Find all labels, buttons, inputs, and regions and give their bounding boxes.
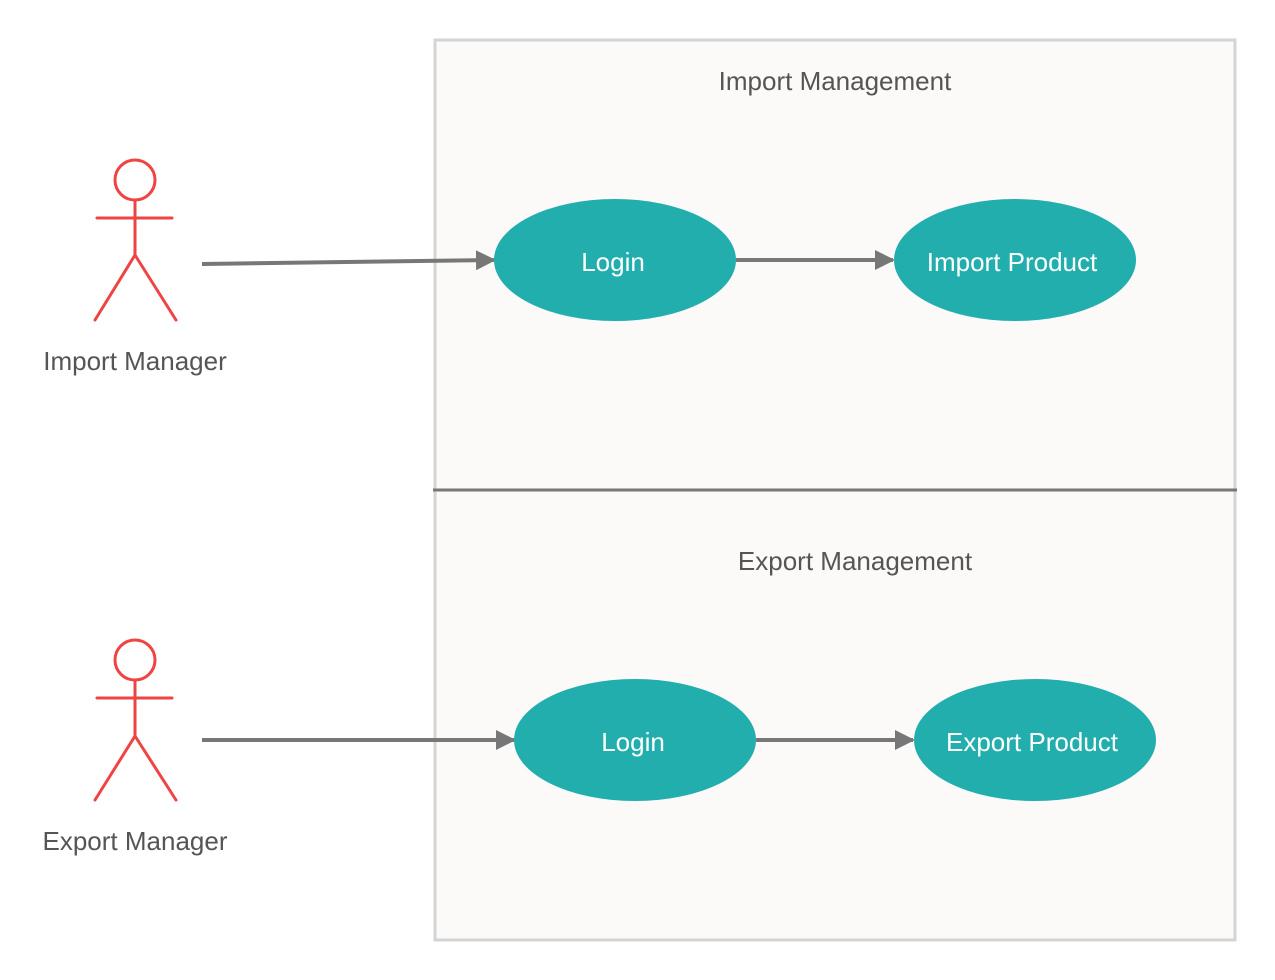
use-case-label: Login (601, 727, 665, 757)
use-case-label: Login (581, 247, 645, 277)
use-case-export-product[interactable]: Export Product (914, 679, 1156, 801)
use-case-export-login[interactable]: Login (514, 679, 756, 801)
export-management-title: Export Management (738, 546, 973, 576)
import-management-title: Import Management (719, 66, 952, 96)
use-case-import-login[interactable]: Login (494, 199, 736, 321)
stick-figure-icon (93, 638, 178, 802)
import-manager-label: Import Manager (43, 346, 227, 376)
use-case-label: Export Product (946, 727, 1119, 757)
export-manager-label: Export Manager (43, 826, 228, 856)
use-case-label: Import Product (927, 247, 1098, 277)
stick-figure-icon (93, 158, 178, 322)
use-case-import-product[interactable]: Import Product (894, 199, 1136, 321)
import-manager-to-login-arrow (201, 250, 496, 271)
